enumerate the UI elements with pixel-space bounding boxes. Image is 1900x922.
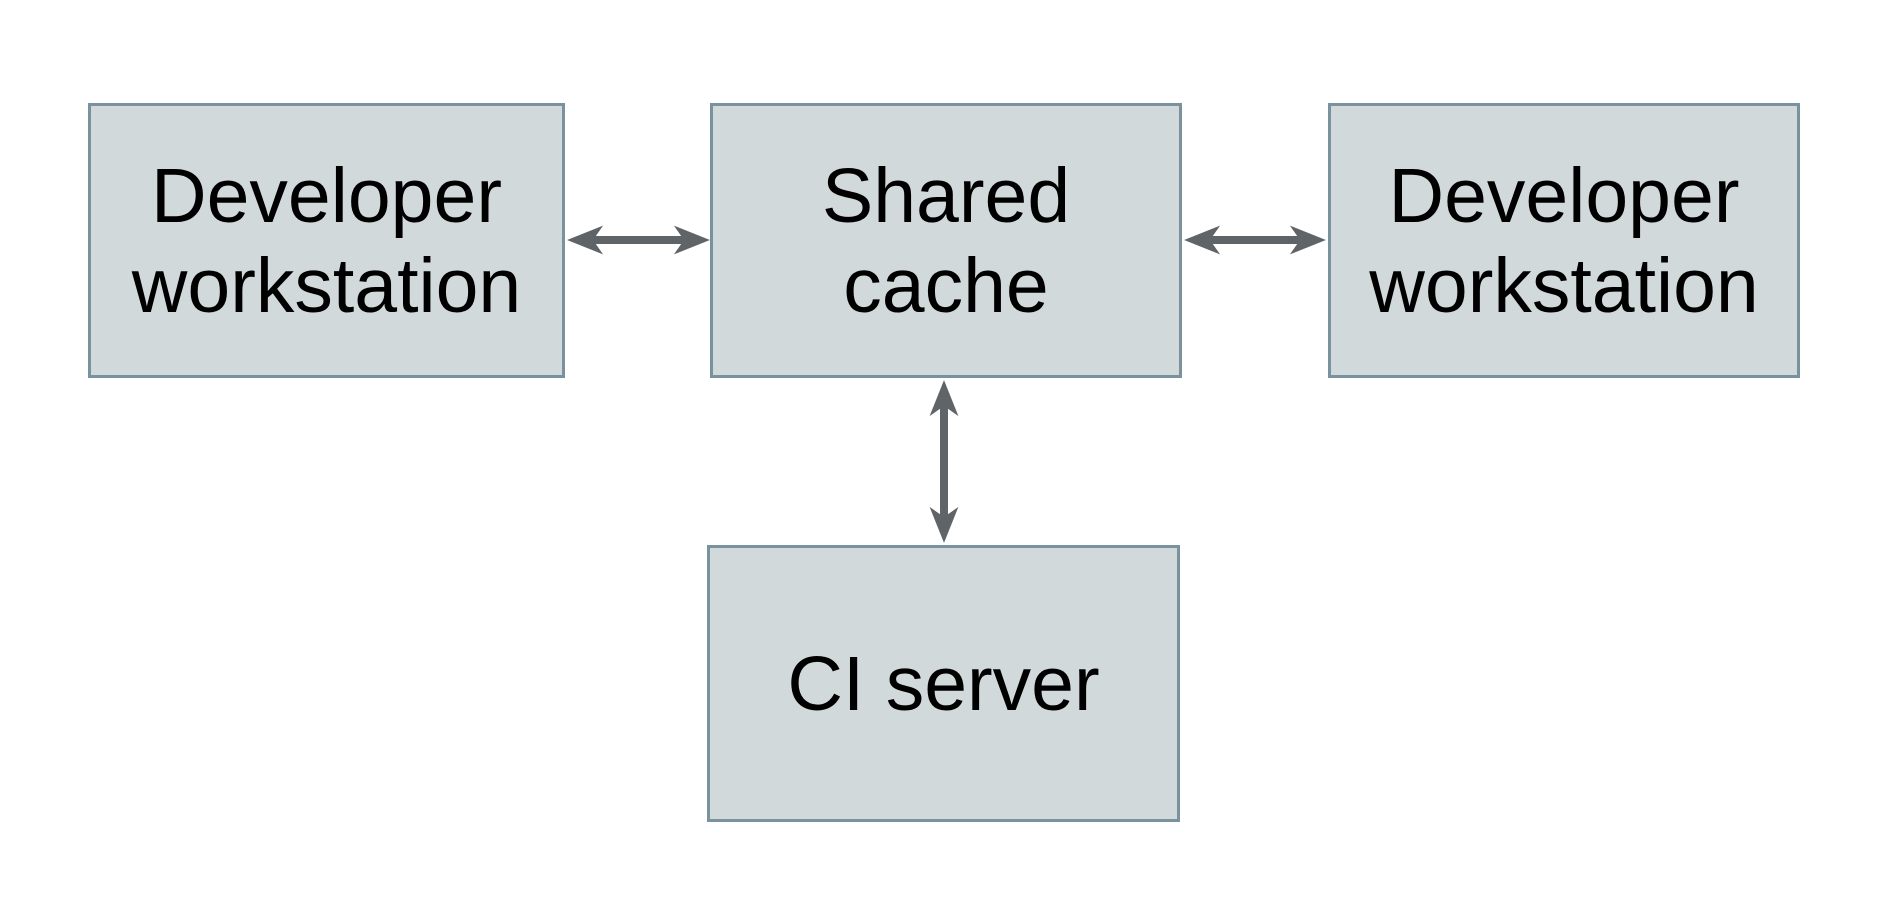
- node-developer-workstation-left: Developer workstation: [88, 103, 565, 378]
- node-ci-server: CI server: [707, 545, 1180, 822]
- node-shared-cache: Shared cache: [710, 103, 1182, 378]
- node-developer-workstation-right: Developer workstation: [1328, 103, 1800, 378]
- node-label: Developer workstation: [1369, 152, 1759, 329]
- node-label: Shared cache: [821, 152, 1071, 329]
- node-label: Developer workstation: [131, 152, 522, 329]
- node-label: CI server: [787, 640, 1100, 727]
